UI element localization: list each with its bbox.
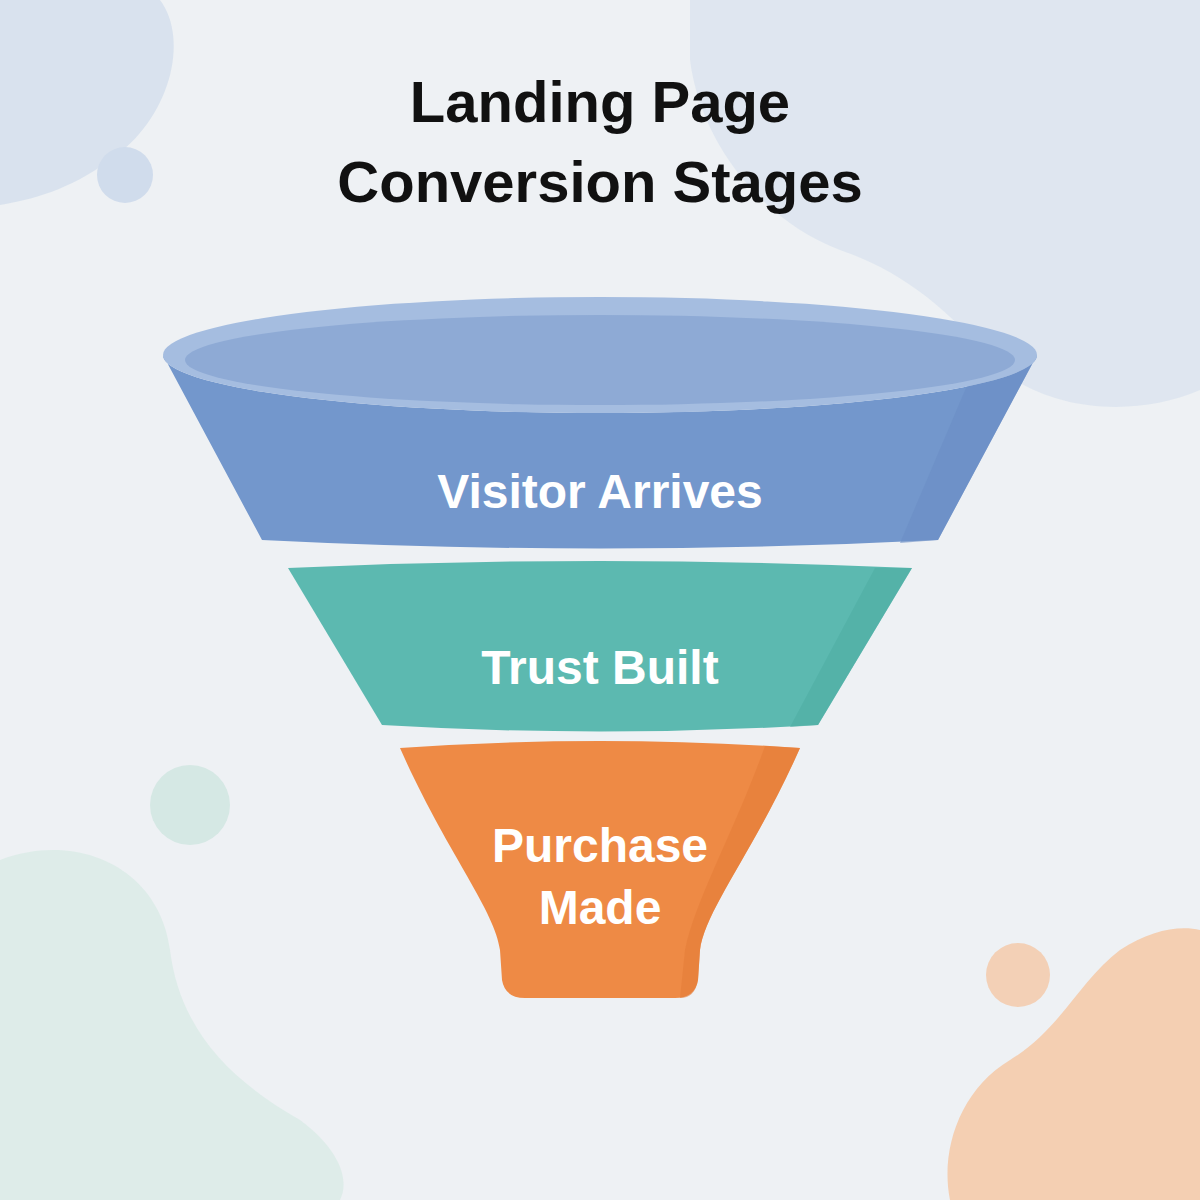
- title: Landing Page Conversion Stages: [280, 62, 920, 222]
- funnel-band: Purchase Made: [395, 740, 805, 1002]
- stage-label: Trust Built: [481, 637, 718, 699]
- funnel-band: Trust Built: [285, 560, 915, 740]
- title-block: Landing Page Conversion Stages: [0, 62, 1200, 222]
- band-shade: [790, 568, 912, 727]
- band-shape: [160, 295, 1040, 565]
- band-opening: [185, 315, 1015, 405]
- band-text-holder: Purchase Made: [395, 815, 805, 939]
- band-text-holder: Trust Built: [285, 637, 915, 699]
- blob: [0, 0, 174, 205]
- dot: [150, 765, 230, 845]
- blob: [948, 928, 1200, 1200]
- band-rim: [163, 297, 1037, 413]
- stage-label: Purchase Made: [455, 815, 745, 939]
- stage-label: Visitor Arrives: [437, 461, 763, 523]
- band-body: [400, 741, 800, 998]
- dot: [986, 943, 1050, 1007]
- band-text-holder: Visitor Arrives: [160, 461, 1040, 523]
- dot: [97, 147, 153, 203]
- band-body: [288, 561, 912, 732]
- blob: [0, 850, 344, 1200]
- funnel-band: Visitor Arrives: [160, 295, 1040, 565]
